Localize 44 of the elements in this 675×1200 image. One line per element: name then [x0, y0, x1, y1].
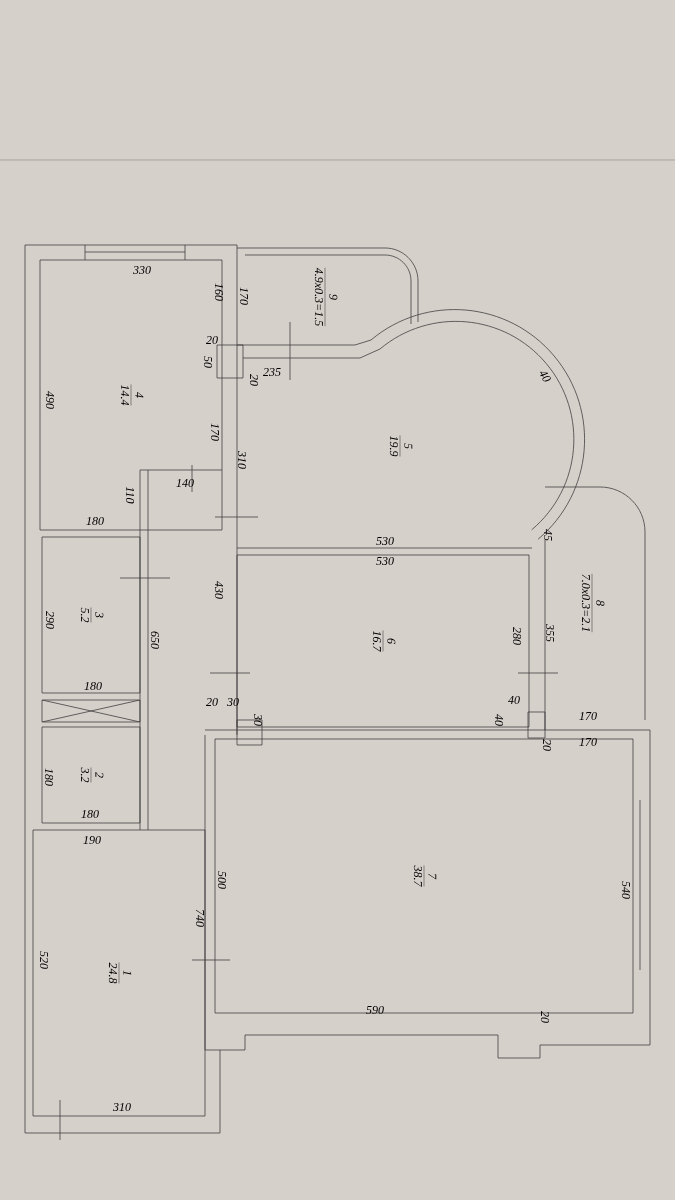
dimension-label: 30	[227, 697, 239, 707]
dimension-label: 540	[621, 881, 631, 899]
dimension-label: 180	[84, 681, 102, 691]
dimension-label: 20	[206, 697, 218, 707]
dimension-label: 170	[579, 737, 597, 747]
dimension-label: 310	[237, 451, 247, 469]
dimension-label: 520	[39, 951, 49, 969]
dimension-label: 30	[253, 714, 263, 726]
dimension-label: 20	[206, 335, 218, 345]
dimension-label: 20	[542, 739, 552, 751]
dimension-label: 110	[125, 486, 135, 504]
dimension-label: 140	[176, 478, 194, 488]
dimension-label: 490	[45, 391, 55, 409]
dimension-label: 310	[113, 1102, 131, 1112]
dimension-label: 430	[214, 581, 224, 599]
shaft-box	[41, 699, 141, 723]
dimension-label: 740	[195, 909, 205, 927]
dimension-label: 650	[150, 631, 160, 649]
room-label: 9 4.9x0.3=1.5	[314, 267, 338, 327]
dimension-label: 530	[376, 556, 394, 566]
dimension-label: 20	[540, 1011, 550, 1023]
dimension-label: 235	[263, 367, 281, 376]
dimension-label: 190	[83, 835, 101, 845]
dimension-label: 290	[45, 611, 55, 629]
dimension-label: 160	[214, 283, 224, 301]
dimension-label: 280	[512, 627, 522, 645]
dimension-label: 355	[546, 624, 555, 642]
dimension-label: 40	[508, 695, 520, 705]
dimension-label: 170	[239, 287, 249, 305]
dimension-label: 20	[249, 374, 259, 386]
dimension-label: 50	[203, 356, 213, 368]
dimension-label: 180	[86, 516, 104, 526]
room-label: 5 19.9	[389, 435, 413, 457]
dimension-label: 500	[217, 871, 227, 889]
room-label: 8 7.0x0.3=2.1	[581, 573, 605, 633]
dimension-label: 170	[579, 711, 597, 721]
dimension-label: 40	[494, 714, 504, 726]
dimension-label: 590	[366, 1005, 384, 1015]
dimension-label: 170	[210, 423, 220, 441]
dimension-label: 45	[544, 529, 552, 541]
dimension-label: 180	[44, 768, 54, 786]
dimension-label: 330	[133, 265, 151, 275]
dimension-label: 40	[540, 371, 551, 382]
dimension-label: 180	[81, 809, 99, 819]
